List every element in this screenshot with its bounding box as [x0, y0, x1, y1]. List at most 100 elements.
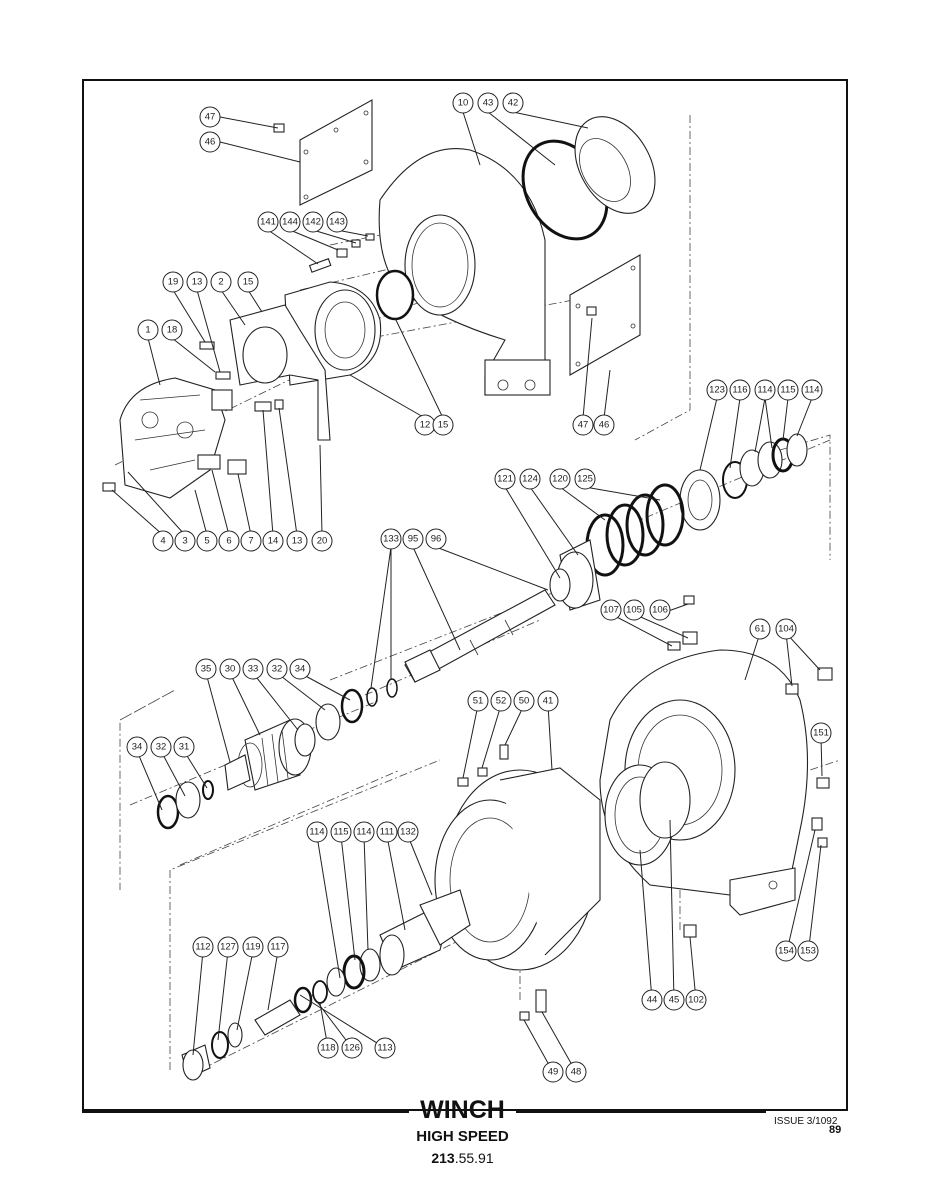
callout-104: 104 — [775, 618, 797, 640]
svg-text:113: 113 — [377, 1043, 392, 1054]
svg-text:104: 104 — [778, 624, 794, 635]
callout-102: 102 — [685, 989, 707, 1011]
svg-text:127: 127 — [220, 942, 236, 953]
callout-48: 48 — [565, 1061, 587, 1083]
callout-15b: 15 — [432, 414, 454, 436]
callout-118: 118 — [317, 1037, 339, 1059]
bearing-stack-upper — [679, 433, 808, 531]
callout-121: 121 — [494, 468, 516, 490]
svg-text:144: 144 — [282, 217, 298, 228]
callout-14: 14 — [262, 530, 284, 552]
callout-132: 132 — [397, 821, 419, 843]
callout-154: 154 — [775, 940, 797, 962]
callout-114d: 114 — [353, 821, 375, 843]
svg-text:102: 102 — [688, 995, 704, 1006]
lower-bearing-stack — [181, 980, 328, 1081]
callouts: 47 46 10 43 42 141 144 142 143 19 13 2 1… — [126, 92, 832, 1083]
svg-text:112: 112 — [195, 942, 210, 953]
svg-text:2: 2 — [218, 277, 223, 288]
callout-15: 15 — [237, 271, 259, 293]
callout-32b: 32 — [150, 736, 172, 758]
callout-34: 34 — [289, 658, 311, 680]
callout-112: 112 — [192, 936, 214, 958]
issue-label: ISSUE 3/1092 — [774, 1116, 838, 1127]
svg-text:47: 47 — [205, 112, 216, 123]
fitting-6 — [197, 454, 221, 470]
svg-text:151: 151 — [813, 728, 829, 739]
svg-text:4: 4 — [160, 536, 165, 547]
callout-141: 141 — [257, 211, 279, 233]
callout-114c: 114 — [306, 821, 328, 843]
callout-47: 47 — [199, 106, 221, 128]
svg-text:12: 12 — [420, 420, 431, 431]
part-number-suffix: .55.91 — [454, 1150, 494, 1166]
callout-18: 18 — [161, 319, 183, 341]
callout-12: 12 — [414, 414, 436, 436]
svg-text:153: 153 — [800, 946, 816, 957]
svg-text:7: 7 — [248, 536, 253, 547]
callout-143: 143 — [326, 211, 348, 233]
callout-123: 123 — [706, 379, 728, 401]
bearing-cap-42 — [574, 116, 656, 214]
callout-117: 117 — [267, 936, 289, 958]
callout-151: 151 — [810, 722, 832, 744]
callout-115: 115 — [777, 379, 799, 401]
svg-text:34: 34 — [132, 742, 143, 753]
callout-1: 1 — [137, 319, 159, 341]
callout-42: 42 — [502, 92, 524, 114]
callout-153: 153 — [797, 940, 819, 962]
callout-43: 43 — [477, 92, 499, 114]
callout-5: 5 — [196, 530, 218, 552]
svg-text:142: 142 — [305, 217, 321, 228]
callout-115b: 115 — [330, 821, 352, 843]
svg-text:34: 34 — [295, 664, 306, 675]
callout-133: 133 — [380, 528, 402, 550]
svg-text:111: 111 — [380, 827, 394, 838]
callout-4: 4 — [152, 530, 174, 552]
svg-text:32: 32 — [272, 664, 283, 675]
svg-text:119: 119 — [245, 942, 260, 953]
svg-text:18: 18 — [167, 325, 178, 336]
svg-text:20: 20 — [317, 536, 328, 547]
svg-text:154: 154 — [778, 946, 794, 957]
svg-text:51: 51 — [473, 696, 484, 707]
callout-114b: 114 — [801, 379, 823, 401]
svg-text:42: 42 — [508, 98, 519, 109]
callout-111: 111 — [376, 821, 398, 843]
spring-pack-125 — [585, 483, 685, 577]
callout-113: 113 — [374, 1037, 396, 1059]
callout-34b: 34 — [126, 736, 148, 758]
fitting-7 — [227, 459, 247, 475]
svg-text:105: 105 — [626, 605, 642, 616]
bearing-44 — [604, 761, 691, 866]
svg-text:32: 32 — [156, 742, 167, 753]
callout-10: 10 — [452, 92, 474, 114]
callout-51: 51 — [467, 690, 489, 712]
bolt-47b — [586, 306, 597, 316]
svg-text:44: 44 — [647, 995, 658, 1006]
svg-text:35: 35 — [201, 664, 212, 675]
hydraulic-motor-1 — [102, 377, 247, 499]
callout-107: 107 — [600, 599, 622, 621]
callout-2: 2 — [210, 271, 232, 293]
leader-lines — [111, 111, 823, 1073]
svg-text:114: 114 — [309, 827, 324, 838]
brake-hub-120 — [549, 539, 601, 611]
svg-text:120: 120 — [552, 474, 568, 485]
svg-text:106: 106 — [652, 605, 668, 616]
callout-19: 19 — [162, 271, 184, 293]
seal-15 — [375, 269, 415, 321]
svg-text:46: 46 — [205, 137, 216, 148]
callout-20: 20 — [311, 530, 333, 552]
callout-35: 35 — [195, 658, 217, 680]
svg-text:50: 50 — [519, 696, 530, 707]
svg-text:115: 115 — [333, 827, 348, 838]
svg-text:117: 117 — [270, 942, 285, 953]
title-rule-left — [82, 1111, 409, 1113]
svg-text:143: 143 — [329, 217, 345, 228]
callout-61: 61 — [749, 618, 771, 640]
callout-45: 45 — [663, 989, 685, 1011]
cover-plate-46b — [569, 254, 641, 376]
callout-126: 126 — [341, 1037, 363, 1059]
